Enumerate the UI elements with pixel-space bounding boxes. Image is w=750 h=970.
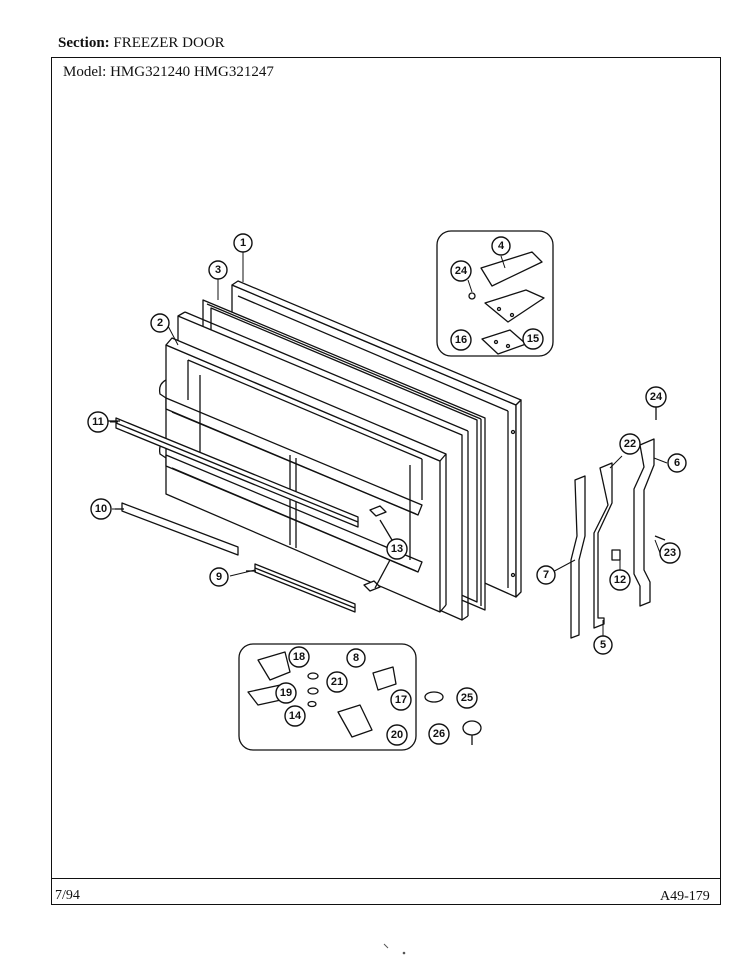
callout-25: 24 xyxy=(450,260,472,282)
callout-10: 10 xyxy=(90,498,112,520)
shelf-rail-upper xyxy=(108,417,359,528)
callouts: 1 3 2 11 10 9 13 4 24 16 15 24 22 6 7 12… xyxy=(87,233,687,746)
footer-date: 7/94 xyxy=(55,888,80,903)
diagram-frame xyxy=(51,57,721,905)
svg-text:12: 12 xyxy=(614,574,626,586)
callout-1: 1 xyxy=(233,233,253,253)
callout-5: 5 xyxy=(593,635,613,655)
svg-text:2: 2 xyxy=(157,317,163,329)
svg-text:7: 7 xyxy=(543,569,549,581)
hinge-inset-bottom xyxy=(238,643,417,751)
callout-3: 3 xyxy=(208,260,228,280)
callout-24-top: 24 xyxy=(645,386,667,408)
callout-23: 23 xyxy=(659,542,681,564)
svg-text:24: 24 xyxy=(650,391,663,403)
shelf-rail-bottom xyxy=(246,563,356,613)
callout-21: 21 xyxy=(326,671,348,693)
callout-11: 11 xyxy=(87,411,109,433)
callout-8: 8 xyxy=(346,648,366,668)
scan-specks xyxy=(383,943,406,955)
model-label: Model: xyxy=(63,64,107,80)
svg-text:26: 26 xyxy=(433,728,445,740)
section-label: Section: xyxy=(58,35,110,51)
svg-text:3: 3 xyxy=(215,264,221,276)
callout-24-bottom: 26 xyxy=(428,723,450,745)
svg-text:14: 14 xyxy=(289,710,302,722)
callout-26: 25 xyxy=(456,687,478,709)
svg-text:16: 16 xyxy=(455,334,467,346)
callout-18: 18 xyxy=(288,646,310,668)
callout-2: 2 xyxy=(150,313,170,333)
svg-text:17: 17 xyxy=(395,694,407,706)
rail-clips xyxy=(363,505,393,592)
door-brackets xyxy=(570,403,666,639)
svg-text:8: 8 xyxy=(353,652,359,664)
model-values: HMG321240 HMG321247 xyxy=(110,64,274,80)
svg-text:25: 25 xyxy=(461,692,473,704)
leader-lines xyxy=(110,252,668,636)
callout-15: 15 xyxy=(522,328,544,350)
svg-text:23: 23 xyxy=(664,547,676,559)
callout-22: 22 xyxy=(619,433,641,455)
callout-9: 9 xyxy=(209,567,229,587)
section-value: FREEZER DOOR xyxy=(113,35,225,51)
callout-6: 6 xyxy=(667,453,687,473)
svg-text:1: 1 xyxy=(240,237,246,249)
svg-text:13: 13 xyxy=(391,543,403,555)
svg-text:20: 20 xyxy=(391,729,403,741)
svg-text:11: 11 xyxy=(92,416,104,428)
callout-17: 17 xyxy=(390,689,412,711)
callout-4: 4 xyxy=(491,236,511,256)
callout-20: 20 xyxy=(386,724,408,746)
callout-7: 7 xyxy=(536,565,556,585)
plug-and-screw xyxy=(424,691,482,745)
svg-text:5: 5 xyxy=(600,639,606,651)
model-line: Model: HMG321240 HMG321247 xyxy=(63,64,274,80)
section-line: Section: FREEZER DOOR xyxy=(58,35,225,51)
svg-text:6: 6 xyxy=(674,457,680,469)
callout-19: 19 xyxy=(275,682,297,704)
callout-12: 12 xyxy=(609,569,631,591)
svg-text:10: 10 xyxy=(95,503,107,515)
callout-16: 16 xyxy=(450,329,472,351)
footer-code: A49-179 xyxy=(660,889,710,904)
svg-text:15: 15 xyxy=(527,333,539,345)
svg-text:24: 24 xyxy=(455,265,468,277)
svg-text:22: 22 xyxy=(624,438,636,450)
svg-text:4: 4 xyxy=(498,240,505,252)
footer-rule xyxy=(52,878,720,879)
svg-text:19: 19 xyxy=(280,687,292,699)
callout-14: 14 xyxy=(284,705,306,727)
callout-13: 13 xyxy=(386,538,408,560)
door-liner-shelves xyxy=(158,337,447,613)
svg-text:21: 21 xyxy=(331,676,343,688)
svg-text:18: 18 xyxy=(293,651,305,663)
svg-text:9: 9 xyxy=(216,571,222,583)
